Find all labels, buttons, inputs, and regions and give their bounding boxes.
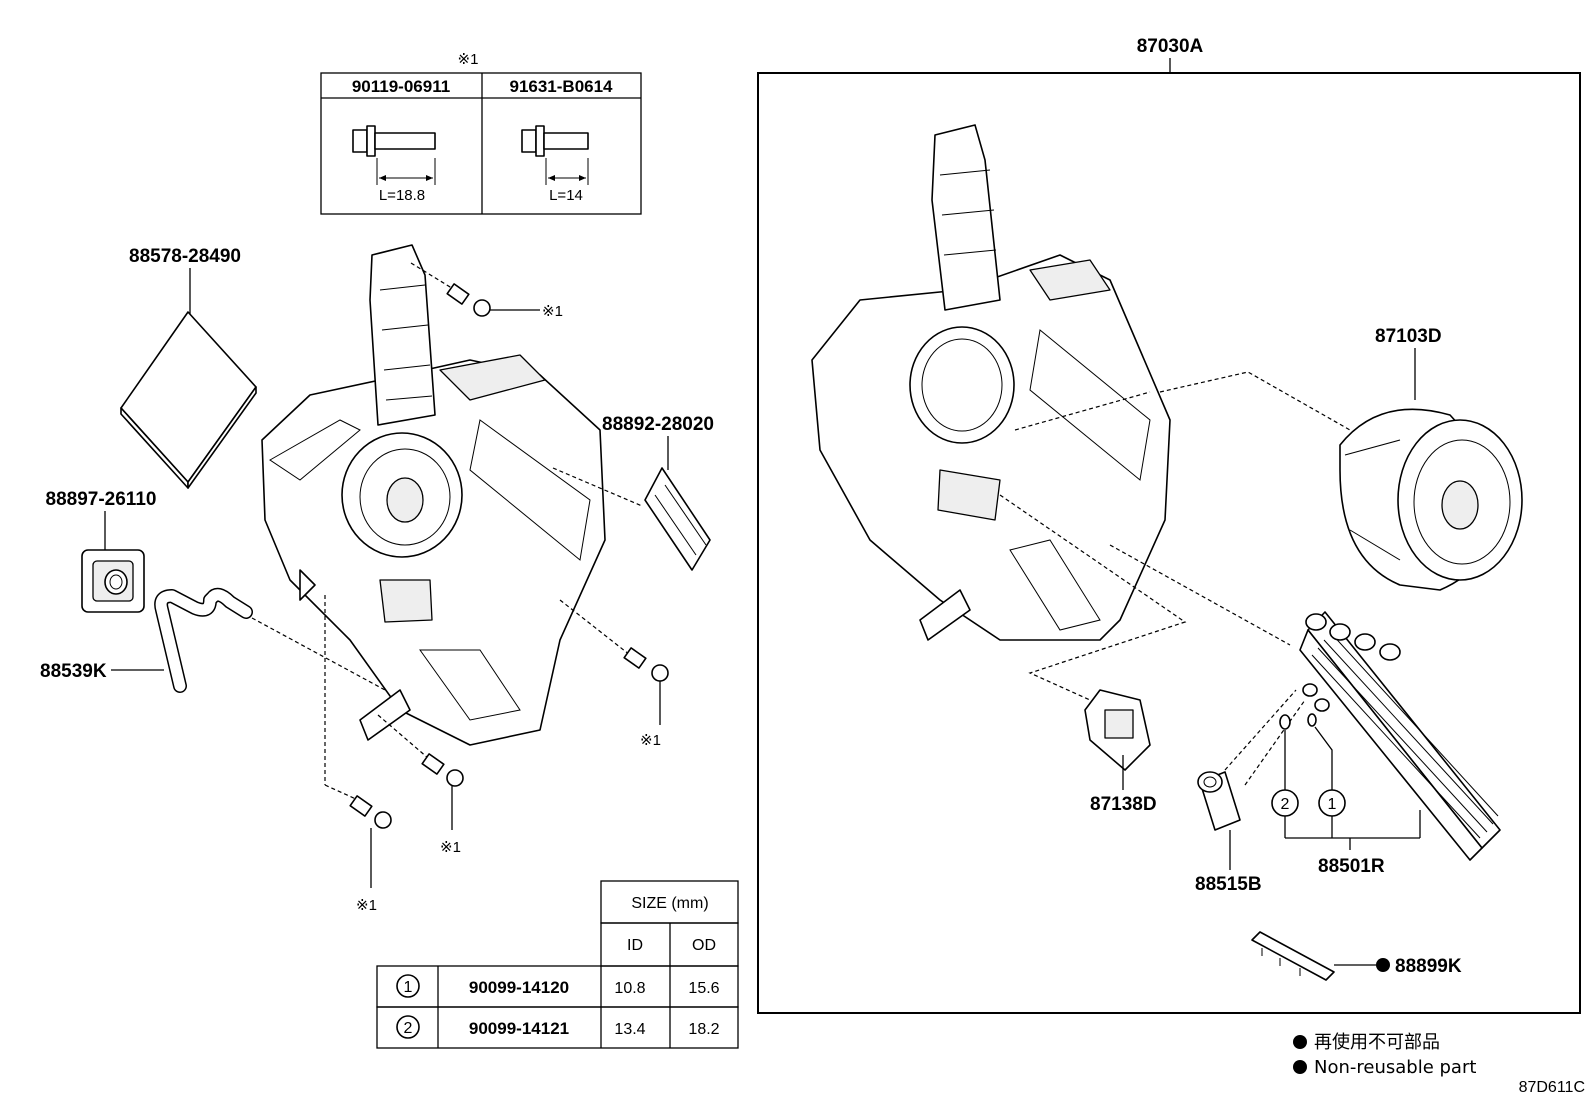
size-col-od: OD [692,937,716,954]
bolt-icon [349,795,392,888]
bolt-icon [521,125,589,185]
label-cover: 88892-28020 [602,414,714,435]
label-packing: 88897-26110 [46,489,157,510]
label-clip: 88899K [1395,956,1462,977]
unit-housing [811,124,1171,641]
o-ring [1279,714,1291,730]
cover-plate: 88892-28020 [602,414,714,571]
size-row-od: 18.2 [688,1021,719,1038]
bolt-table-mark: ※1 [458,51,479,68]
size-row-id: 13.4 [614,1021,645,1038]
bolt-table: ※1 90119-06911 91631-B0614 L=18.8 [320,51,642,215]
blower-motor: 87103D [1339,326,1523,591]
legend-en: Non-reusable part [1314,1057,1476,1078]
evaporator [1299,611,1501,861]
legend: 再使用不可部品 Non-reusable part [1293,1032,1476,1078]
clip: 88899K [1251,931,1462,981]
drain-hose: 88539K [40,587,386,693]
label-resistor: 87138D [1090,794,1157,815]
o-ring [1307,713,1317,727]
bullet-icon [1293,1035,1307,1049]
o-ring-num-2: 2 [1281,796,1290,813]
size-row-od: 15.6 [688,980,719,997]
assembly-frame: 87030A [757,36,1581,1014]
bolt-mark-top: ※1 [542,303,563,320]
label-valve: 88515B [1195,874,1262,895]
bolt-icon [446,283,540,317]
size-row-num: 2 [404,1020,413,1037]
size-row-id: 10.8 [614,980,645,997]
bolt-mark-bottom: ※1 [356,897,377,914]
expansion-valve: 88515B [1195,771,1262,895]
bolt-length-2: L=14 [549,187,583,204]
blower-unit-housing [261,244,606,746]
size-col-id: ID [627,937,643,954]
diagram-code: 87D611C [1519,1079,1585,1096]
label-filter: 88578-28490 [129,246,241,267]
row-num-circle [396,1015,420,1039]
size-row-part-no: 90099-14121 [469,1019,569,1038]
o-ring-num-1: 1 [1328,796,1337,813]
size-row-num: 1 [404,979,413,996]
size-table-title: SIZE (mm) [631,895,708,912]
bolt-part-no-1: 90119-06911 [352,77,450,96]
bolt-part-no-2: 91631-B0614 [509,77,613,96]
label-evaporator: 88501R [1318,856,1385,877]
size-row-part-no: 90099-14120 [469,978,569,997]
label-blower: 87103D [1375,326,1442,347]
size-table: SIZE (mm) ID OD 1 90099-14120 10.8 15.6 … [376,880,739,1049]
bolt-mark-right: ※1 [640,732,661,749]
blower-resistor: 87138D [1084,689,1157,815]
row-num-circle [396,974,420,998]
bolt-icon [421,753,464,830]
legend-jp: 再使用不可部品 [1314,1032,1440,1053]
label-assembly: 87030A [1137,36,1204,57]
packing: 88897-26110 [46,489,157,613]
bolt-icon [623,647,669,725]
bolt-mark-mid: ※1 [440,839,461,856]
non-reusable-dot-icon [1376,958,1390,972]
bullet-icon [1293,1060,1307,1074]
bolt-length-1: L=18.8 [379,187,425,204]
label-hose: 88539K [40,661,107,682]
air-filter: 88578-28490 [120,246,257,489]
bolt-icon [352,125,436,185]
